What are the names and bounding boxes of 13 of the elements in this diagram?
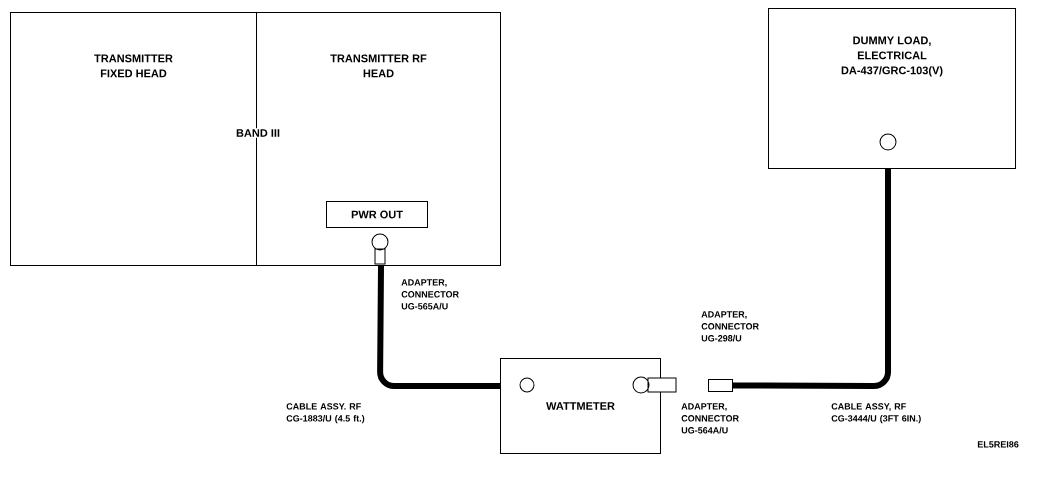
part-label: CABLE ASSY, RF CG-3444/U (3FT 6IN.) — [831, 403, 921, 424]
band-label: BAND III — [235, 128, 281, 138]
meter-box: WATTMETER — [500, 358, 661, 454]
cable — [377, 265, 500, 389]
unit-box: DUMMY LOAD, ELECTRICAL DA-437/GRC-103(V) — [768, 8, 1016, 169]
part-label: ADAPTER, CONNECTOR UG-298/U — [701, 311, 759, 342]
part-label: CABLE ASSY. RF CG-1883/U (4.5 ft.) — [286, 403, 365, 424]
part-label: ADAPTER, CONNECTOR UG-564A/U — [681, 403, 739, 434]
adapter-plug — [708, 379, 733, 392]
part-label: ADAPTER, CONNECTOR UG-565A/U — [401, 279, 459, 310]
figure-number: EL5REI86 — [977, 441, 1019, 448]
cable — [733, 169, 891, 389]
panel-label-box: PWR OUT — [326, 201, 428, 228]
